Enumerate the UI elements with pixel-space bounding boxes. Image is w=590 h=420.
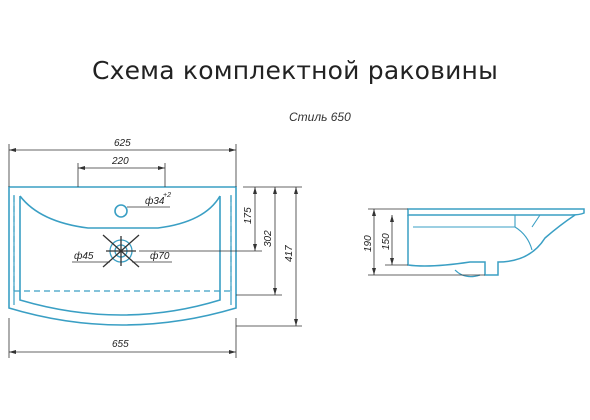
dim-drain-large: ф70 [150,250,170,262]
model-label: Стиль 650 [289,110,351,124]
dim-side-bowl-height: 150 [381,233,392,250]
dim-bowl-depth: 302 [263,230,274,247]
side-drain-stub [454,269,481,278]
dim-side-total-height: 190 [363,235,374,252]
dim-total-depth: 417 [284,245,295,262]
sink-outer-outline [8,186,237,326]
top-view [8,186,237,326]
dim-tap-hole: ф34 [145,195,165,207]
dim-drain-depth: 175 [243,207,254,224]
dim-bottom-width: 655 [112,339,129,350]
side-view [407,208,585,278]
dim-drain-small: ф45 [74,250,94,262]
dim-top-width: 625 [114,138,131,149]
sink-bowl-outline [19,195,221,316]
side-top-surface [407,208,585,216]
side-bowl-inner [413,214,541,251]
diagram-title: Схема комплектной раковины [91,56,499,85]
arrowheads [9,148,298,354]
front-dimension-lines [8,144,302,358]
side-dimension-lines [368,208,485,276]
side-bowl-profile [407,214,576,276]
side-arrowheads [372,209,394,275]
tap-hole [114,204,128,218]
dim-tap-hole-tolerance: +2 [163,192,171,199]
hidden-edge-sides [13,196,232,291]
dim-tap-spacing: 220 [111,156,129,167]
